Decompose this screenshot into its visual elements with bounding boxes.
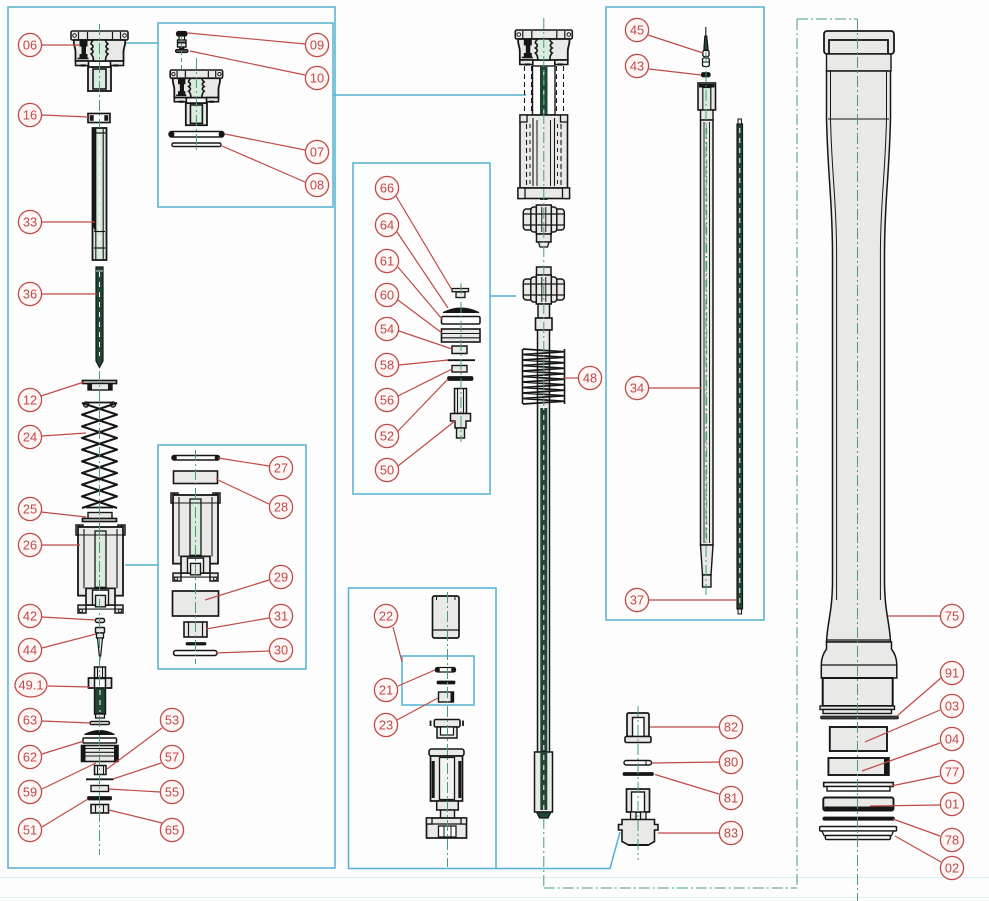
svg-text:28: 28 xyxy=(274,500,288,515)
svg-text:36: 36 xyxy=(23,287,37,302)
svg-text:10: 10 xyxy=(310,71,324,86)
svg-text:44: 44 xyxy=(23,643,37,658)
svg-text:30: 30 xyxy=(274,643,288,658)
svg-text:49.1: 49.1 xyxy=(19,678,44,693)
svg-text:01: 01 xyxy=(945,797,959,812)
svg-text:12: 12 xyxy=(23,393,37,408)
svg-text:37: 37 xyxy=(630,593,644,608)
svg-text:21: 21 xyxy=(379,683,393,698)
svg-text:53: 53 xyxy=(165,713,179,728)
svg-text:43: 43 xyxy=(630,59,644,74)
svg-text:64: 64 xyxy=(380,218,394,233)
svg-text:81: 81 xyxy=(724,791,738,806)
svg-text:59: 59 xyxy=(23,785,37,800)
svg-text:33: 33 xyxy=(23,215,37,230)
svg-text:02: 02 xyxy=(945,861,959,876)
svg-text:91: 91 xyxy=(945,666,959,681)
svg-text:62: 62 xyxy=(23,750,37,765)
svg-text:77: 77 xyxy=(945,765,959,780)
svg-text:65: 65 xyxy=(165,823,179,838)
svg-text:78: 78 xyxy=(945,833,959,848)
svg-text:16: 16 xyxy=(23,108,37,123)
svg-text:24: 24 xyxy=(23,430,37,445)
svg-text:23: 23 xyxy=(379,718,393,733)
svg-text:83: 83 xyxy=(724,826,738,841)
svg-text:22: 22 xyxy=(379,609,393,624)
svg-text:60: 60 xyxy=(380,288,394,303)
svg-text:63: 63 xyxy=(23,713,37,728)
svg-text:26: 26 xyxy=(23,538,37,553)
svg-text:42: 42 xyxy=(23,609,37,624)
svg-text:51: 51 xyxy=(23,823,37,838)
svg-text:61: 61 xyxy=(380,254,394,269)
svg-text:07: 07 xyxy=(310,145,324,160)
svg-text:27: 27 xyxy=(274,461,288,476)
svg-text:80: 80 xyxy=(724,755,738,770)
svg-text:56: 56 xyxy=(380,393,394,408)
svg-text:82: 82 xyxy=(724,720,738,735)
svg-text:52: 52 xyxy=(380,429,394,444)
svg-text:57: 57 xyxy=(165,750,179,765)
svg-text:34: 34 xyxy=(630,381,644,396)
svg-text:08: 08 xyxy=(310,178,324,193)
svg-text:25: 25 xyxy=(23,502,37,517)
svg-text:48: 48 xyxy=(583,371,597,386)
svg-text:55: 55 xyxy=(165,785,179,800)
svg-text:45: 45 xyxy=(630,23,644,38)
svg-text:29: 29 xyxy=(274,570,288,585)
svg-text:04: 04 xyxy=(945,732,959,747)
svg-text:75: 75 xyxy=(945,609,959,624)
svg-text:66: 66 xyxy=(380,181,394,196)
svg-text:03: 03 xyxy=(945,699,959,714)
svg-text:50: 50 xyxy=(380,463,394,478)
svg-text:54: 54 xyxy=(380,322,394,337)
svg-text:09: 09 xyxy=(310,38,324,53)
svg-text:58: 58 xyxy=(380,358,394,373)
svg-text:31: 31 xyxy=(274,609,288,624)
svg-text:06: 06 xyxy=(23,38,37,53)
